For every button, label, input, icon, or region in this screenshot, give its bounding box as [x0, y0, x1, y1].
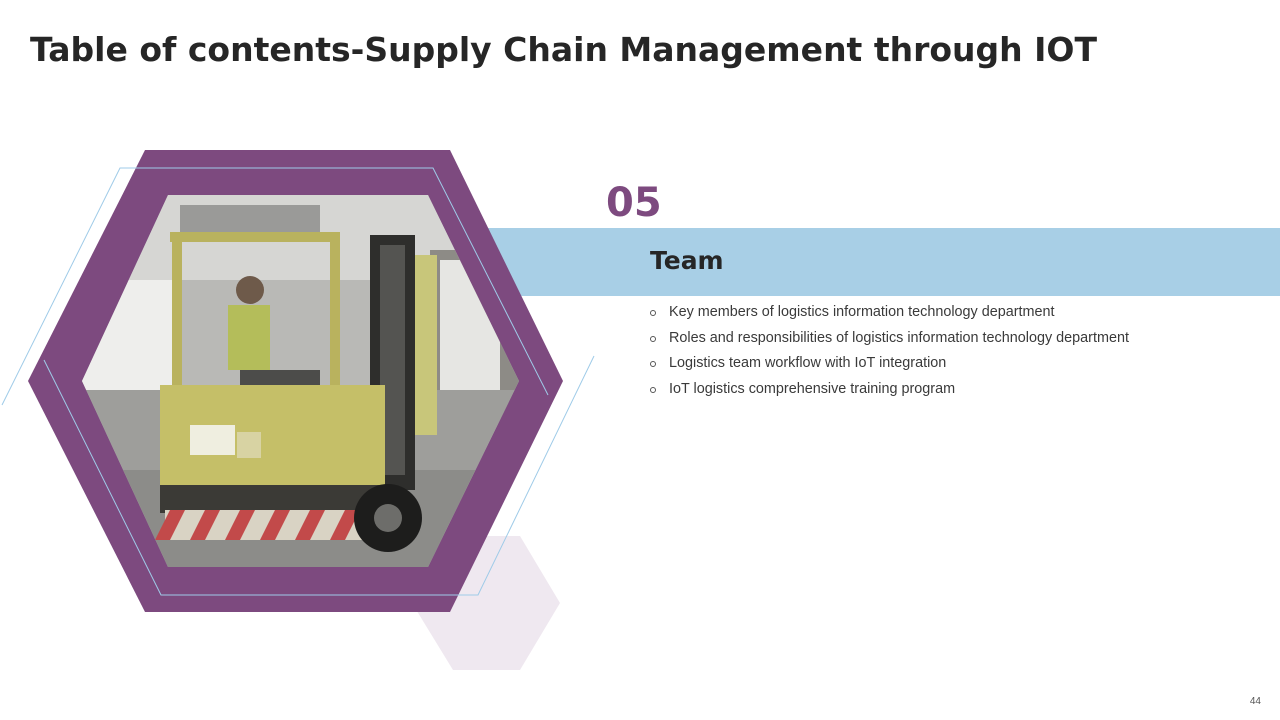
topic-text: Key members of logistics information tec…: [669, 304, 1055, 320]
page-number: 44: [1249, 696, 1261, 707]
outline-line-right: [43, 355, 595, 596]
slide-title: Table of contents-Supply Chain Managemen…: [30, 30, 1097, 69]
hollow-circle-bullet-icon: [650, 310, 656, 316]
topic-list: Key members of logistics information tec…: [650, 304, 1129, 407]
list-item: Key members of logistics information tec…: [650, 304, 1129, 330]
outline-line-left: [1, 167, 549, 406]
section-title: Team: [650, 246, 724, 275]
list-item: IoT logistics comprehensive training pro…: [650, 381, 1129, 407]
topic-text: IoT logistics comprehensive training pro…: [669, 381, 956, 398]
topic-text: Logistics team workflow with IoT integra…: [669, 355, 947, 372]
hollow-circle-bullet-icon: [650, 335, 656, 342]
section-number: 05: [606, 180, 662, 226]
list-item: Roles and responsibilities of logistics …: [650, 330, 1129, 356]
hollow-circle-bullet-icon: [650, 361, 656, 368]
list-item: Logistics team workflow with IoT integra…: [650, 355, 1129, 381]
hexagon-photo-frame: [1, 150, 595, 670]
topic-text: Roles and responsibilities of logistics …: [669, 329, 1129, 346]
section-header-band: [488, 228, 1280, 296]
hollow-circle-bullet-icon: [650, 387, 656, 394]
